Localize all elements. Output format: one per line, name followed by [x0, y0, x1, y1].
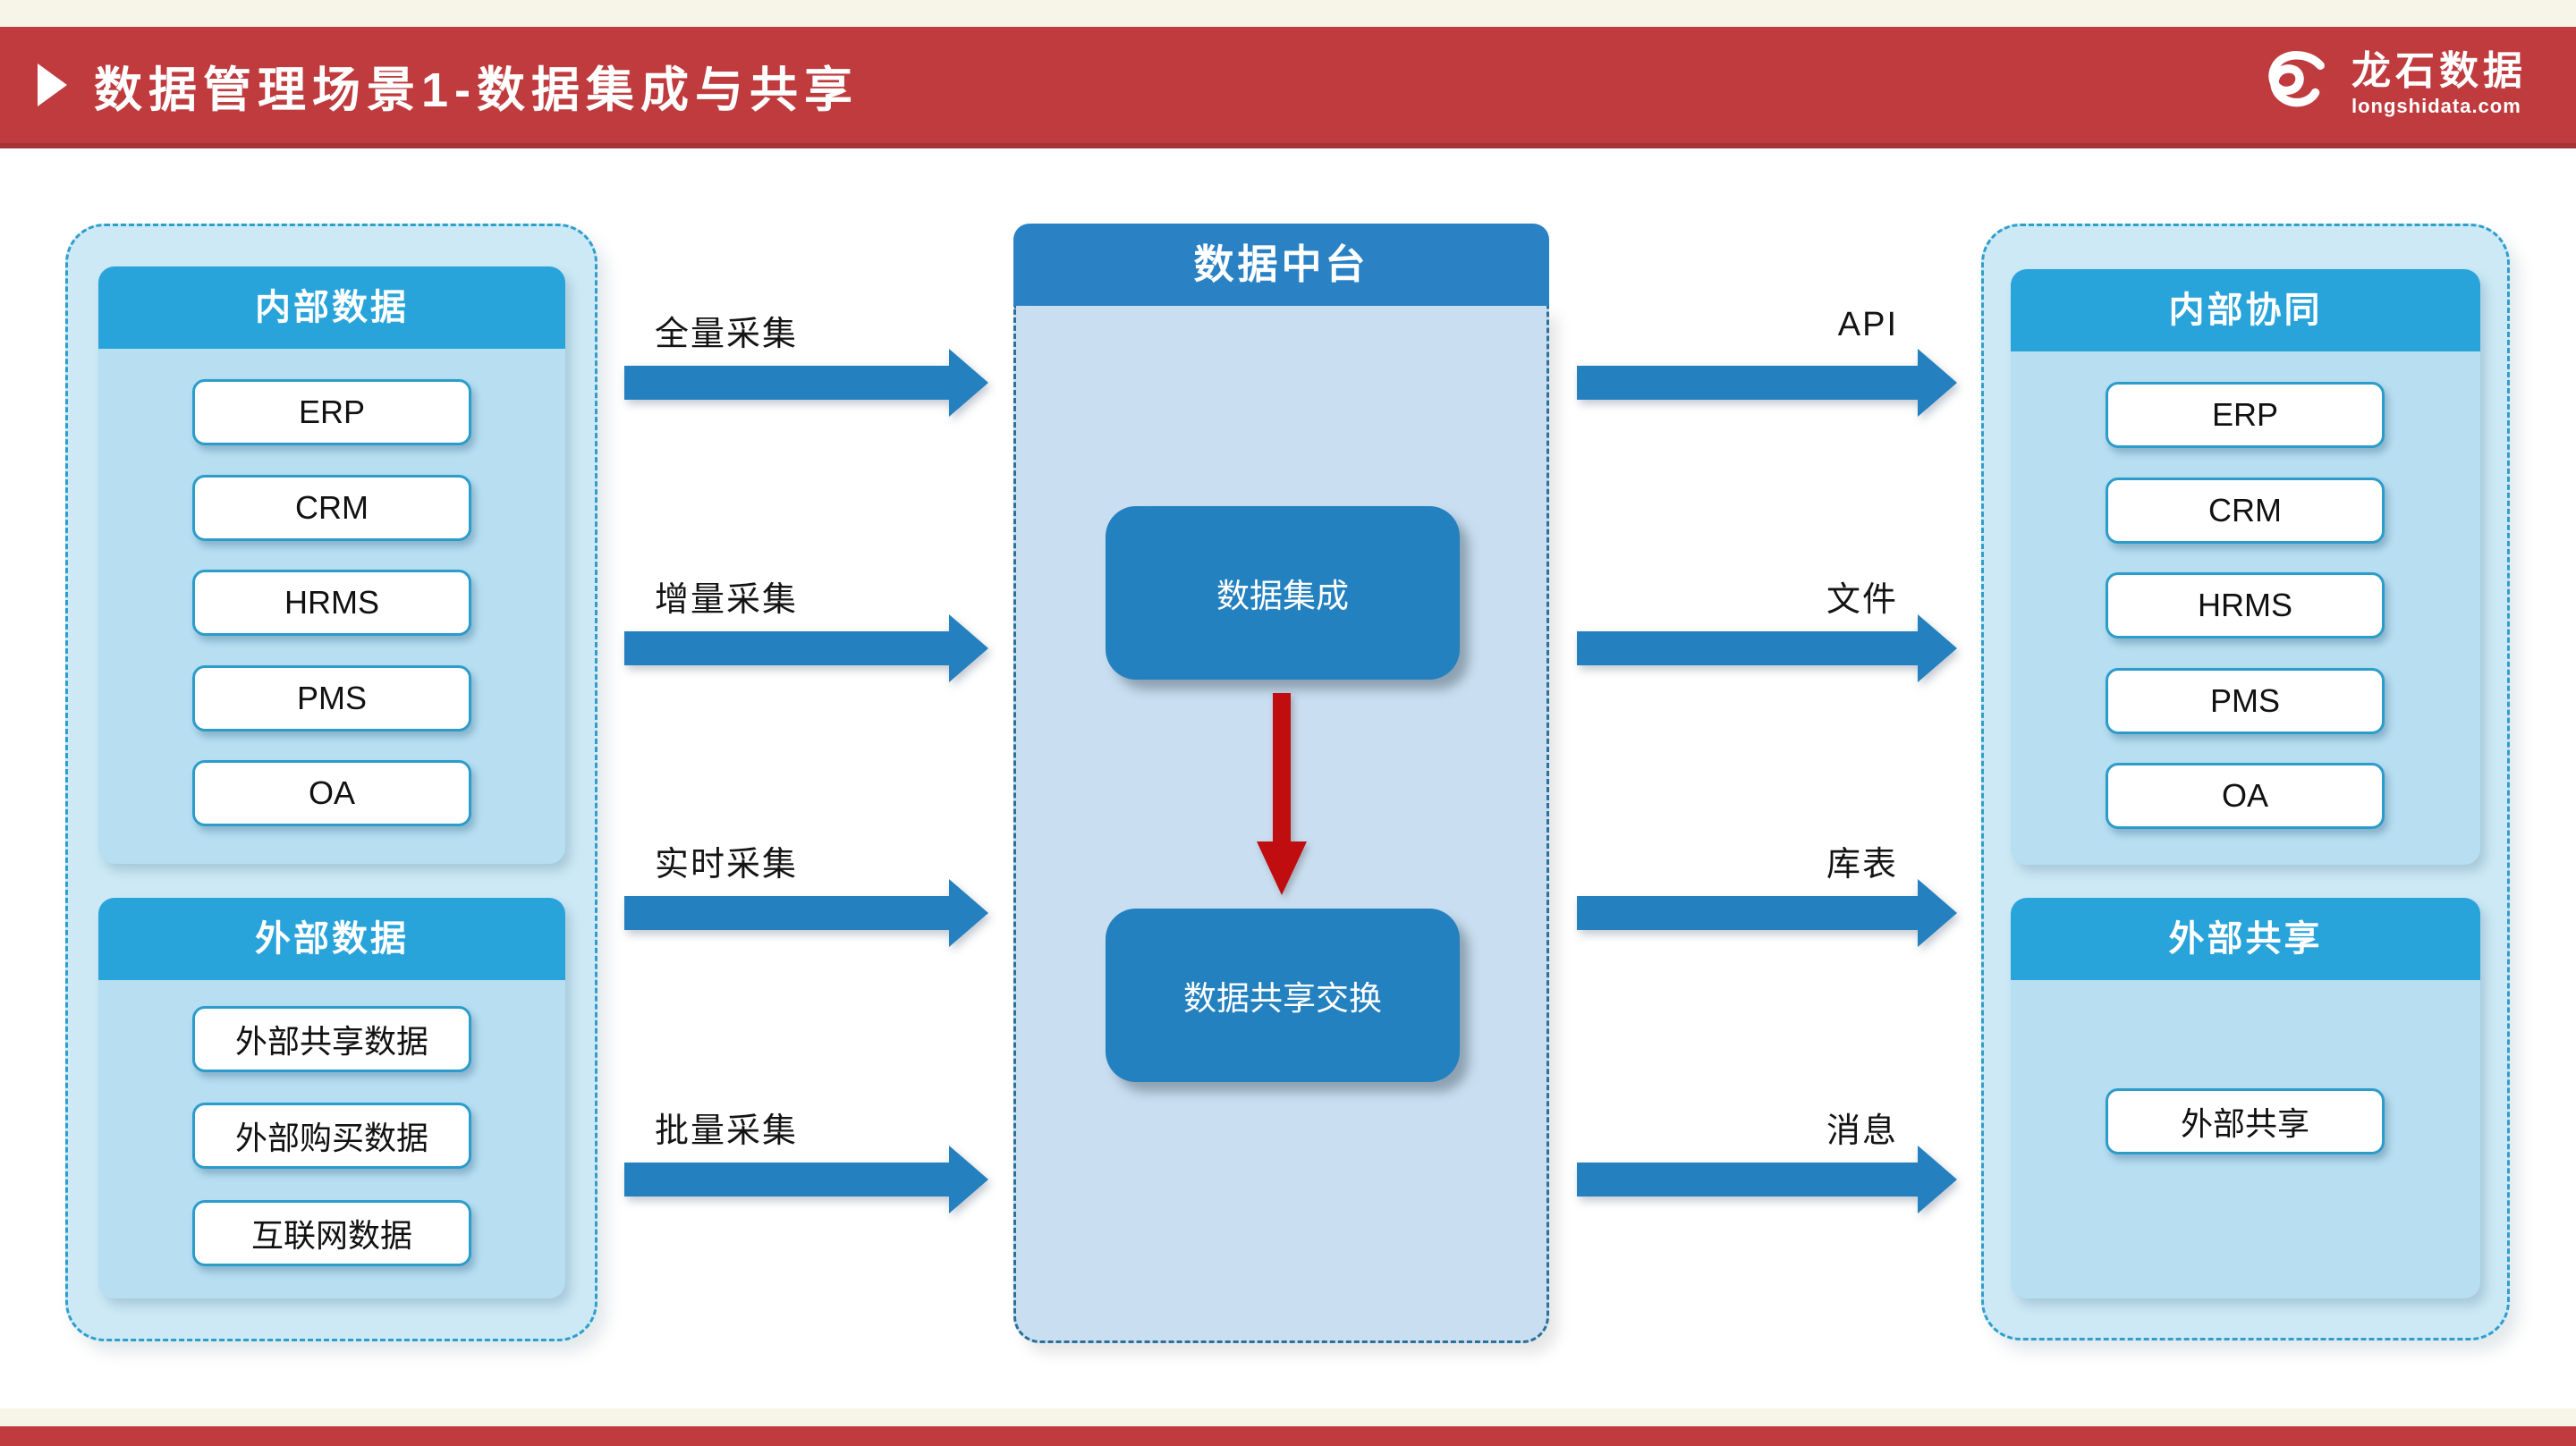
collect-arrow: [624, 879, 988, 947]
share-label: 库表: [1826, 846, 1898, 884]
share-arrow: [1577, 614, 1957, 682]
system-box: 互联网数据: [192, 1200, 471, 1266]
logo-swirl-icon: [2268, 51, 2325, 107]
logo: 龙石数据 longshidata.com: [2246, 47, 2527, 123]
system-box: 外部共享数据: [192, 1006, 471, 1072]
platform-title: 数据中台: [1013, 224, 1549, 306]
system-box: OA: [192, 760, 471, 826]
collect-arrow: [624, 1146, 988, 1213]
external-data-group: 外部数据 外部共享数据 外部购买数据 互联网数据: [98, 898, 565, 1298]
bottom-strip: [0, 1408, 2576, 1426]
top-strip: [0, 0, 2576, 27]
collect-label: 增量采集: [655, 581, 799, 619]
share-label: API: [1837, 306, 1898, 343]
play-triangle-icon: [38, 63, 67, 106]
system-box: PMS: [192, 665, 471, 731]
external-data-title: 外部数据: [98, 898, 565, 980]
system-box: 外部购买数据: [192, 1103, 471, 1169]
collect-label: 实时采集: [655, 846, 799, 884]
data-integration-node: 数据集成: [1106, 506, 1460, 680]
collect-arrow: [624, 349, 988, 417]
collect-label: 批量采集: [655, 1112, 799, 1150]
logo-text: 龙石数据 longshidata.com: [2351, 52, 2527, 118]
logo-domain: longshidata.com: [2351, 95, 2521, 117]
system-box: CRM: [192, 475, 471, 541]
system-box: OA: [2106, 763, 2385, 829]
logo-name: 龙石数据: [2351, 49, 2527, 93]
target-panel: 内部协同 ERP CRM HRMS PMS OA 外部共享 外部共享: [1981, 224, 2510, 1340]
platform-panel: 数据中台 数据集成 数据共享交换: [1013, 224, 1549, 1343]
collect-label: 全量采集: [655, 316, 799, 353]
share-arrow: [1577, 879, 1957, 947]
external-share-title: 外部共享: [2011, 898, 2480, 980]
source-panel: 内部数据 ERP CRM HRMS PMS OA 外部数据 外部共享数据 外部购…: [65, 224, 597, 1341]
system-box: PMS: [2106, 668, 2385, 734]
header-bar: 数据管理场景1-数据集成与共享 龙石数据 longshidata.com: [0, 27, 2576, 148]
system-box: HRMS: [2106, 572, 2385, 638]
collect-arrow: [624, 614, 988, 682]
share-label: 文件: [1826, 581, 1898, 619]
system-box: CRM: [2106, 478, 2385, 544]
internal-data-title: 内部数据: [98, 266, 565, 349]
share-label: 消息: [1826, 1112, 1898, 1150]
system-box: ERP: [2106, 382, 2385, 448]
footer-bar: [0, 1426, 2576, 1446]
data-exchange-node: 数据共享交换: [1106, 909, 1460, 1082]
internal-collab-group: 内部协同 ERP CRM HRMS PMS OA: [2011, 269, 2480, 865]
system-box: ERP: [192, 379, 471, 445]
internal-data-group: 内部数据 ERP CRM HRMS PMS OA: [98, 266, 565, 864]
external-share-group: 外部共享 外部共享: [2011, 898, 2480, 1298]
internal-collab-title: 内部协同: [2011, 269, 2480, 351]
page-title: 数据管理场景1-数据集成与共享: [94, 63, 860, 117]
system-box: HRMS: [192, 570, 471, 636]
system-box: 外部共享: [2106, 1088, 2385, 1154]
share-arrow: [1577, 1146, 1957, 1213]
down-arrow: [1257, 693, 1307, 895]
share-arrow: [1577, 349, 1957, 417]
